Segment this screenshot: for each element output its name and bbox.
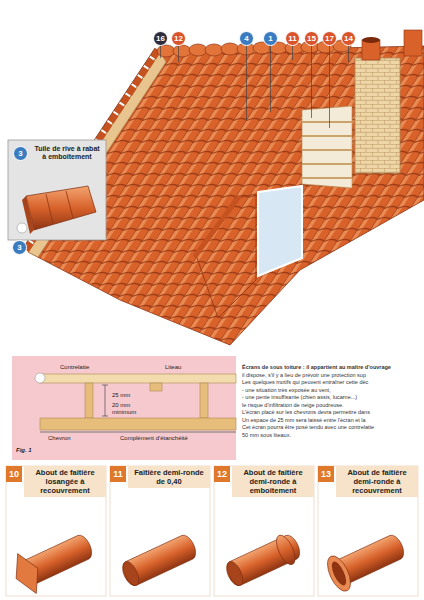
rafter <box>40 418 236 430</box>
ridge-tile-collar <box>222 530 304 591</box>
panel-number: 11 <box>110 466 126 482</box>
note-text: 50 mm sous liteaux. <box>242 432 420 440</box>
note-text: Écrans de sous toiture : il appartient a… <box>242 364 420 372</box>
panel-number: 12 <box>214 466 230 482</box>
part-label: Chevron <box>48 435 98 442</box>
tile-opening <box>120 559 142 588</box>
ball-marker <box>17 223 27 233</box>
tile-body <box>223 533 303 589</box>
panel-number: 10 <box>6 466 22 482</box>
callout-number: 3 <box>13 146 28 161</box>
ridge-tile-bell <box>323 527 410 594</box>
ball-marker <box>35 373 45 383</box>
tile-panel: 13About de faîtière demi-ronde à recouvr… <box>318 466 418 518</box>
part-label: Complément d'étanchéité <box>120 435 220 442</box>
callout-number: 16 <box>153 31 168 46</box>
section-ground <box>12 356 236 460</box>
callout-label: 3 <box>17 244 21 252</box>
note-text: - une pente insuffisante (chien assis, l… <box>242 394 420 402</box>
ridge-tile <box>221 43 239 55</box>
note-text: le risque d'infiltration de neige poudre… <box>242 402 420 410</box>
detail-inset: Tuile de rive à rabat à emboîtement 3 <box>8 140 106 240</box>
tile-panel: 12About de faîtière demi-ronde à emboîte… <box>214 466 314 518</box>
callout-label: 12 <box>174 35 183 43</box>
post <box>85 383 93 418</box>
ridge-tile-diamond <box>7 524 99 598</box>
callout-label: 16 <box>156 35 165 43</box>
tile-opening <box>224 559 246 588</box>
panel-frame <box>110 466 210 596</box>
tile-body <box>119 533 199 589</box>
panel-frame <box>214 466 314 596</box>
callout-number: 14 <box>341 31 356 46</box>
dormer-ridge <box>196 198 238 255</box>
callout-number: 4 <box>239 31 254 46</box>
panel-number: 13 <box>318 466 334 482</box>
ridge-tile <box>205 44 223 56</box>
note-text: Cet écran pourra être posé tendu avec un… <box>242 424 420 432</box>
ridge-tile <box>189 44 207 56</box>
part-label: 20 mm minimum <box>112 402 154 416</box>
dimension-line <box>102 385 108 416</box>
exposed-battens <box>302 106 352 188</box>
part-label: Liteau <box>165 364 205 371</box>
callout-label: 4 <box>244 35 248 43</box>
rive-tile <box>26 186 96 230</box>
callout-label: 14 <box>344 35 353 43</box>
tile-panel: 11Faîtière demi-ronde de 0,40 <box>110 466 210 518</box>
figure-label: Fig. 1 <box>16 447 46 454</box>
dormer-window <box>258 186 302 276</box>
callout-number: 11 <box>285 31 300 46</box>
tile-panels <box>6 466 418 596</box>
dormer-roof <box>196 194 256 318</box>
tile-collar <box>273 532 299 567</box>
panel-frame <box>318 466 418 596</box>
panel-title: About de faîtière demi-ronde à emboîteme… <box>232 466 314 497</box>
chimney <box>355 58 400 173</box>
tile-bell <box>323 553 355 595</box>
inset-title: Tuile de rive à rabat à emboîtement <box>32 145 102 162</box>
note-text: il dispose, s'il y a lieu de prévoir une… <box>242 372 420 380</box>
tile-panel: 10About de faîtière losangée à recouvrem… <box>6 466 106 518</box>
callout-label: 17 <box>325 35 334 43</box>
callout-number: 17 <box>322 31 337 46</box>
rive-tile-ribs <box>46 191 73 224</box>
ridge-tile <box>157 45 175 57</box>
callout-number: 12 <box>171 31 186 46</box>
callout-number: 1 <box>263 31 278 46</box>
inset-panel <box>8 140 106 240</box>
pipe-opening <box>362 37 380 43</box>
callout-label: 15 <box>307 35 316 43</box>
note-column: Écrans de sous toiture : il appartient a… <box>242 364 420 439</box>
diamond-end <box>7 549 47 599</box>
post <box>200 383 208 418</box>
part-label: Contrelatte <box>60 364 120 371</box>
underlay-sheet <box>40 432 236 433</box>
callout-label: 3 <box>18 150 22 158</box>
ridge-tile <box>173 45 191 57</box>
panel-title: About de faîtière demi-ronde à recouvrem… <box>336 466 418 497</box>
counter-batten <box>40 374 236 383</box>
batten-lines <box>302 122 352 178</box>
callout-label: 11 <box>288 35 296 43</box>
callout-number: 15 <box>304 31 319 46</box>
panel-title: Faîtière demi-ronde de 0,40 <box>128 466 210 488</box>
note-text: Un espace de 25 mm sera laissé entre l'é… <box>242 417 420 425</box>
callout-label: 1 <box>268 35 272 43</box>
leader-lines <box>161 46 349 128</box>
note-text: L'écran placé sur les chevrons devra per… <box>242 409 420 417</box>
batten <box>150 383 162 391</box>
note-text: Les quelques motifs qui peuvent entraîne… <box>242 379 420 387</box>
tile-opening <box>329 560 349 588</box>
ridge-tile-round <box>119 533 199 589</box>
callout-number: 3 <box>12 240 27 255</box>
ridge-tiles <box>157 40 351 57</box>
panel-title: About de faîtière losangée à recouvremen… <box>24 466 106 497</box>
part-label: 25 mm <box>112 392 162 399</box>
chimney-pipe <box>404 30 422 56</box>
note-text: - une situation très exposée au vent, <box>242 387 420 395</box>
